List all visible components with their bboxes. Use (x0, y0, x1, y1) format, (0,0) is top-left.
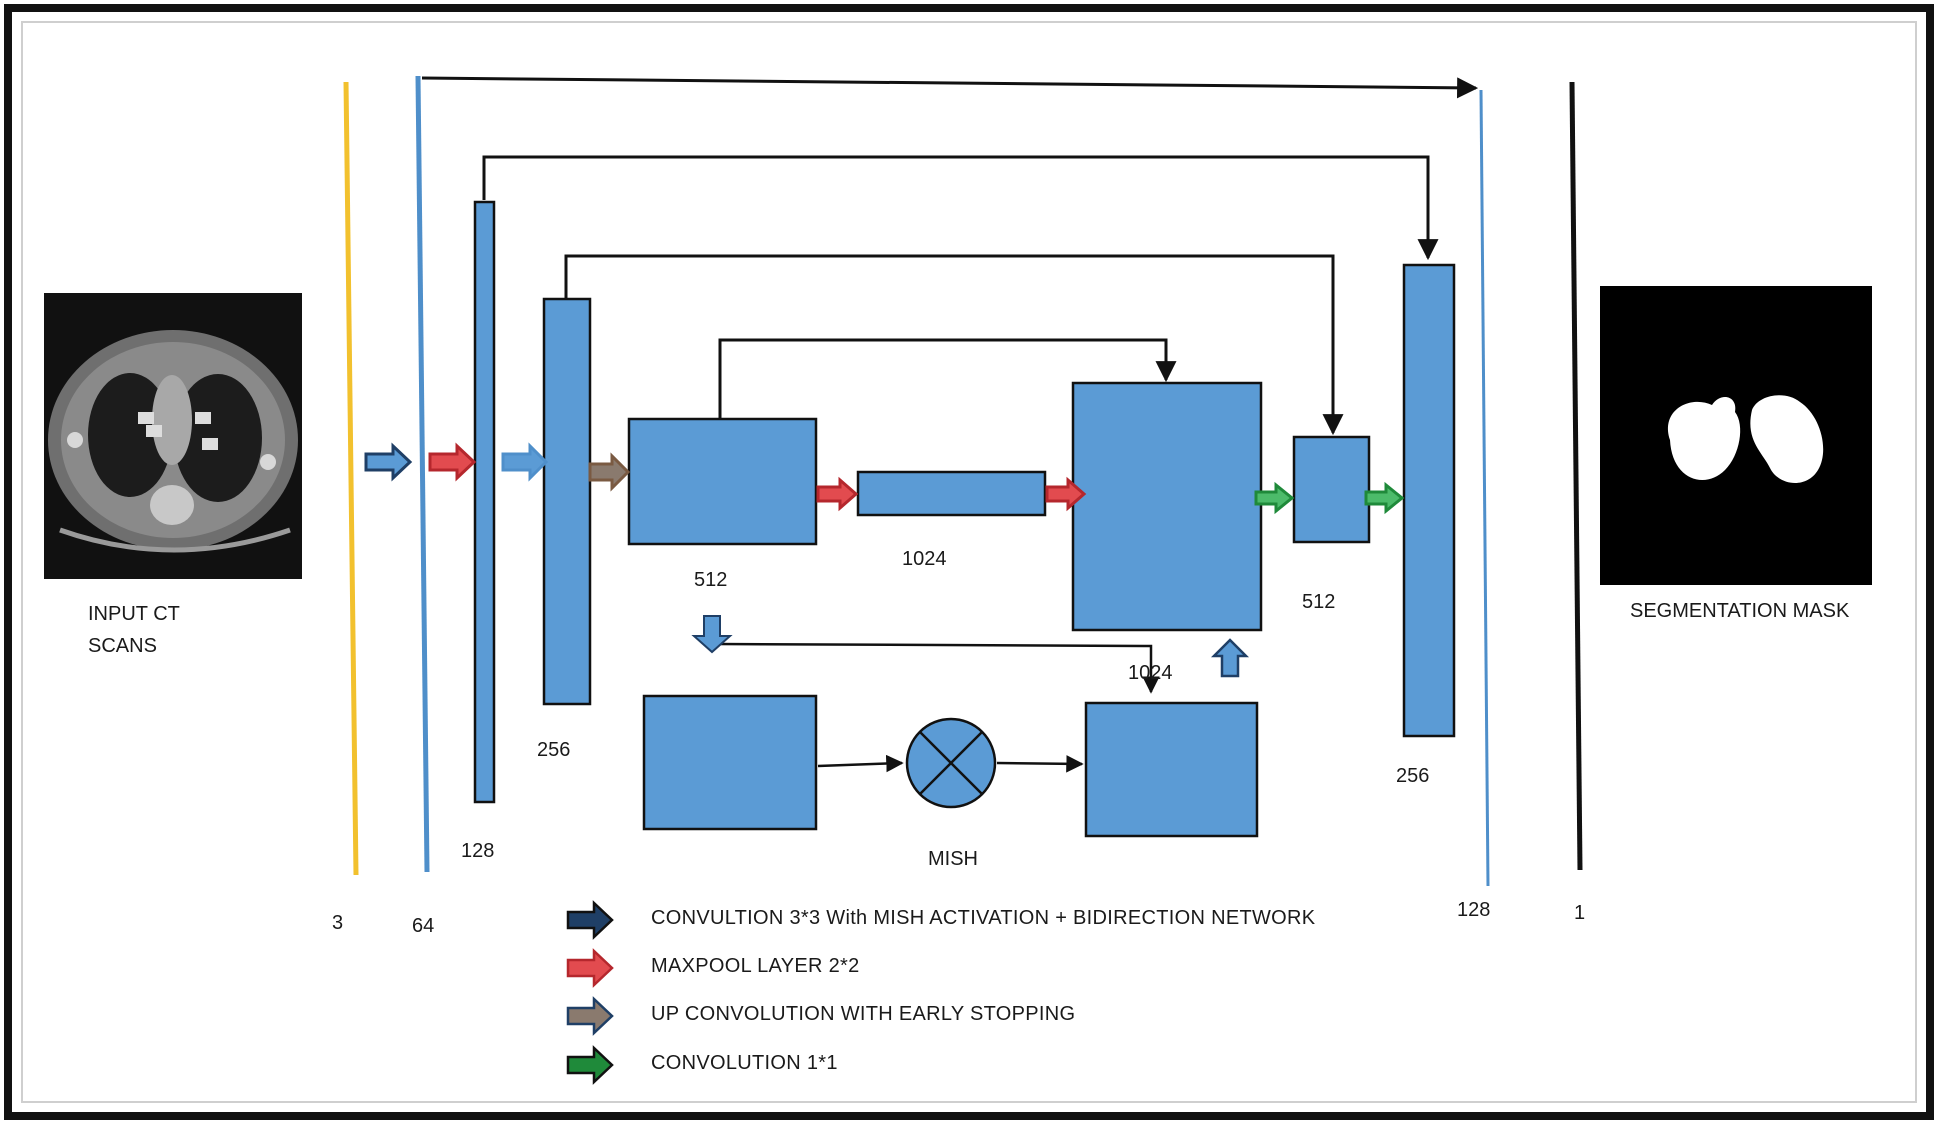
input-label-line1: INPUT CT (88, 603, 180, 625)
output-label: SEGMENTATION MASK (1630, 600, 1850, 622)
channel-label-256-decoder: 256 (1396, 765, 1430, 787)
channel-label-512: 512 (694, 569, 728, 591)
bottleneck-block-1024 (856, 470, 1047, 517)
decoder-block-1024 (1071, 381, 1263, 632)
legend-arrow-upconv (566, 996, 614, 1036)
maxpool-arrow-1 (428, 442, 477, 482)
decoder-block-512 (1292, 435, 1371, 544)
channel-label-512-decoder: 512 (1302, 591, 1336, 613)
channel-line-1 (1569, 81, 1583, 871)
input-label-line2: SCANS (88, 635, 157, 657)
input-label: INPUT CT SCANS (88, 598, 180, 662)
conv-arrow-2 (501, 442, 549, 482)
channel-label-1: 1 (1574, 902, 1586, 924)
encoder-block-256 (542, 297, 592, 706)
input-ct-scan-image (44, 293, 302, 579)
encoder-block-128 (473, 200, 496, 804)
conv1x1-arrow-2 (1364, 481, 1405, 515)
channel-line-128-out (1479, 89, 1490, 887)
skip-connection-512 (718, 338, 1177, 418)
channel-label-1024-decoder: 1024 (1128, 662, 1173, 684)
legend-arrow-maxpool (566, 948, 614, 988)
maxpool-arrow-2 (816, 476, 859, 512)
legend-label-upconv: UP CONVOLUTION WITH EARLY STOPPING (651, 1003, 1076, 1025)
encoder-block-512 (627, 417, 818, 546)
mish-input-block (642, 694, 818, 831)
channel-label-1024: 1024 (902, 548, 947, 570)
legend-label-conv1x1: CONVOLUTION 1*1 (651, 1052, 838, 1074)
mish-output-block (1084, 701, 1259, 838)
channel-line-64 (415, 75, 430, 873)
conv1x1-arrow-1 (1254, 481, 1295, 515)
mish-arrow-in (817, 754, 904, 773)
skip-connection-256 (564, 254, 1344, 436)
channel-label-128-decoder: 128 (1457, 899, 1491, 921)
mish-multiply-node (905, 717, 997, 809)
legend-arrow-conv (566, 900, 614, 940)
channel-line-3 (343, 81, 359, 876)
skip-connection-128 (482, 155, 1439, 261)
channel-label-64: 64 (412, 915, 435, 937)
legend-arrow-conv1x1 (566, 1045, 614, 1085)
channel-label-3: 3 (332, 912, 344, 934)
maxpool-arrow-3 (1045, 476, 1087, 512)
legend-label-conv: CONVULTION 3*3 With MISH ACTIVATION + BI… (651, 907, 1316, 929)
upconv-arrow-1 (588, 452, 631, 492)
skip-connection-64 (421, 76, 1479, 99)
segmentation-mask-image (1600, 286, 1872, 585)
conv-arrow-1 (364, 442, 413, 482)
decoder-block-256 (1402, 263, 1456, 738)
mish-feedback-line (715, 642, 1160, 694)
channel-label-256: 256 (537, 739, 571, 761)
up-block-arrow (1210, 638, 1250, 678)
mish-label: MISH (928, 848, 978, 870)
down-block-arrow (691, 615, 733, 654)
mish-arrow-out (996, 755, 1084, 773)
legend-label-maxpool: MAXPOOL LAYER 2*2 (651, 955, 860, 977)
channel-label-128: 128 (461, 840, 495, 862)
